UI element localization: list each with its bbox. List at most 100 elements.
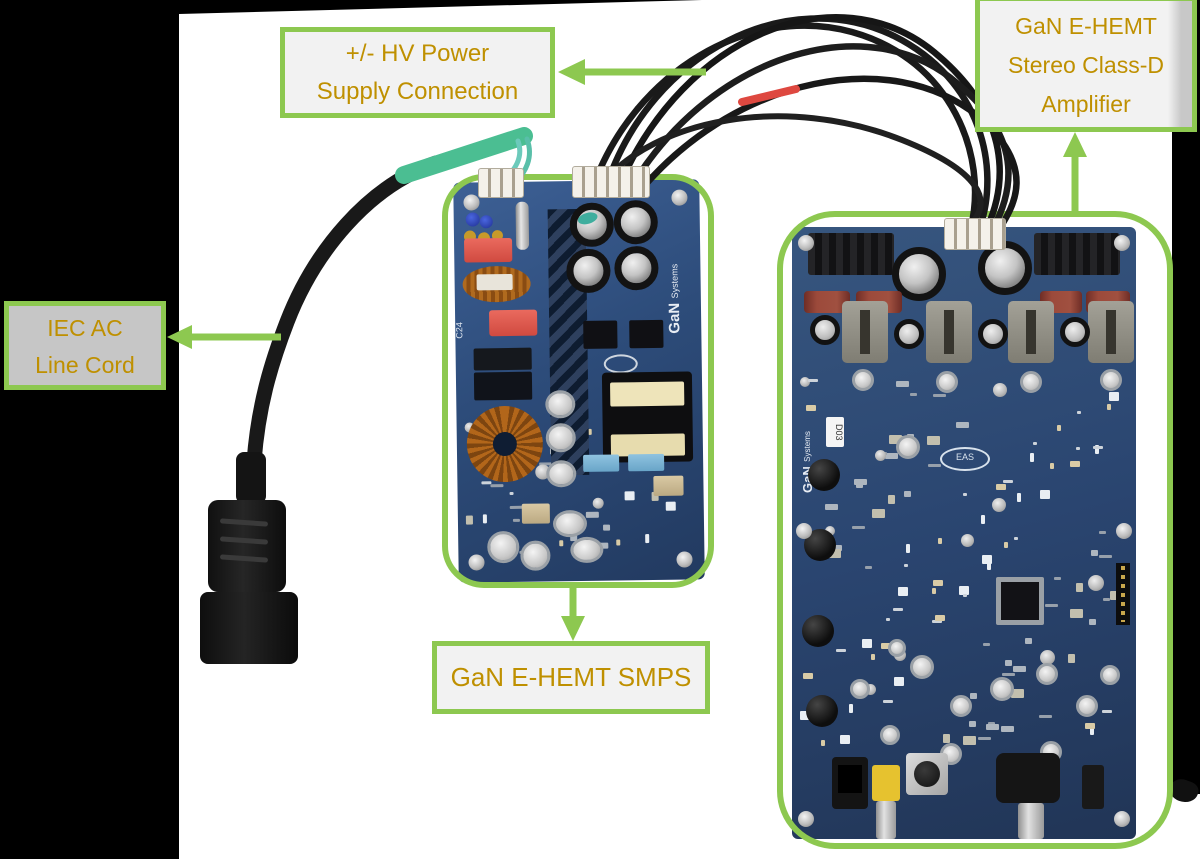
amplifier-label-line3: Amplifier (1041, 91, 1131, 117)
smd-component (1076, 447, 1080, 450)
smd-component (933, 394, 946, 397)
smd-component (993, 383, 1007, 397)
film-capacitor (804, 291, 850, 313)
volume-encoder (906, 753, 948, 795)
smd-component (808, 379, 818, 382)
amplifier-board: GaN Systems D03 EAS (792, 227, 1136, 839)
output-inductor (842, 301, 888, 363)
smd-component (1088, 575, 1104, 591)
smd-component (835, 545, 842, 551)
output-inductor (1088, 301, 1134, 363)
red-marker-band (738, 85, 800, 106)
smd-component (898, 587, 908, 596)
smd-component (996, 484, 1006, 490)
smd-component (865, 684, 876, 695)
amp-arrow-icon (1063, 132, 1087, 211)
filter-capacitor (1020, 371, 1042, 393)
smd-component (982, 555, 992, 564)
smd-component (933, 580, 943, 586)
smd-component (1039, 715, 1052, 718)
smd-component (1099, 531, 1106, 534)
encoder-knob (914, 761, 940, 787)
smd-component (1090, 726, 1094, 735)
smps-arrow-icon (561, 588, 585, 641)
smd-component (943, 734, 950, 743)
smd-component (986, 724, 999, 730)
smd-component (1005, 660, 1012, 666)
smd-component (1001, 726, 1014, 732)
smd-component (978, 737, 991, 740)
filter-capacitor (978, 319, 1008, 349)
amp-power-connector (944, 218, 1006, 250)
smd-component (803, 673, 813, 679)
capacitor (1100, 665, 1120, 685)
smd-component (872, 509, 885, 518)
smd-component (1089, 619, 1096, 625)
smd-component (983, 643, 990, 646)
screw (796, 523, 812, 539)
smd-component (963, 493, 967, 496)
smd-component (825, 504, 838, 510)
header-pins (1121, 566, 1125, 622)
smd-component (1017, 493, 1021, 502)
output-inductor (1008, 301, 1054, 363)
smd-component (956, 422, 969, 428)
smd-component (981, 515, 985, 524)
amplifier-outline (777, 211, 1173, 849)
hv-power-label-line1: +/- HV Power (345, 40, 490, 67)
smd-component (1110, 591, 1117, 600)
smd-component (1011, 689, 1024, 698)
capacitor (990, 677, 1014, 701)
iec-plug (196, 450, 302, 672)
smd-component (932, 588, 936, 594)
capacitor (1036, 663, 1058, 685)
filter-capacitor (852, 369, 874, 391)
smd-component (854, 479, 867, 485)
smd-component (840, 735, 850, 744)
optical-input-connector (832, 757, 868, 809)
smd-component (885, 453, 898, 459)
smd-component (1057, 425, 1061, 431)
smd-component (1107, 404, 1111, 410)
filter-capacitor (1100, 369, 1122, 391)
smd-component (904, 564, 908, 567)
capacitor (950, 695, 972, 717)
iec-power-cord (246, 155, 444, 470)
filter-capacitor (810, 315, 840, 345)
rca-input-jack (996, 753, 1060, 803)
smd-component (825, 526, 835, 536)
smd-component (1033, 442, 1037, 445)
round-inductor (806, 695, 838, 727)
capacitor (910, 655, 934, 679)
smd-component (969, 721, 976, 727)
smd-component (888, 495, 895, 504)
smd-component (856, 482, 863, 488)
smd-component (821, 740, 825, 746)
mcu-chip (996, 577, 1044, 625)
mcu-die (1001, 582, 1039, 620)
hv-power-label: +/- HV Power Supply Connection (280, 27, 555, 118)
smd-component (852, 526, 865, 529)
smd-component (1093, 446, 1103, 449)
photo-edge-left (0, 0, 179, 859)
hv-power-label-line2: Supply Connection (316, 78, 519, 105)
capacitor (888, 639, 906, 657)
eas-text: EAS (955, 452, 974, 462)
optical-port (838, 765, 862, 793)
smd-component (938, 538, 942, 544)
smd-component (1004, 542, 1008, 548)
iec-cord-label-line2: Line Cord (35, 352, 135, 378)
smd-component (1095, 445, 1099, 454)
smd-component (1050, 463, 1054, 469)
smd-component (1040, 490, 1050, 499)
amplifier-label-line2: Stereo Class-D (1008, 52, 1164, 78)
smd-component (927, 436, 940, 445)
rca-jack-barrel (1018, 803, 1044, 839)
smd-component (970, 693, 977, 699)
smd-component (883, 700, 893, 703)
aux-jack (1082, 765, 1104, 809)
sticker-text: D03 (834, 423, 844, 441)
smd-component (862, 639, 872, 648)
smd-component (928, 464, 941, 467)
